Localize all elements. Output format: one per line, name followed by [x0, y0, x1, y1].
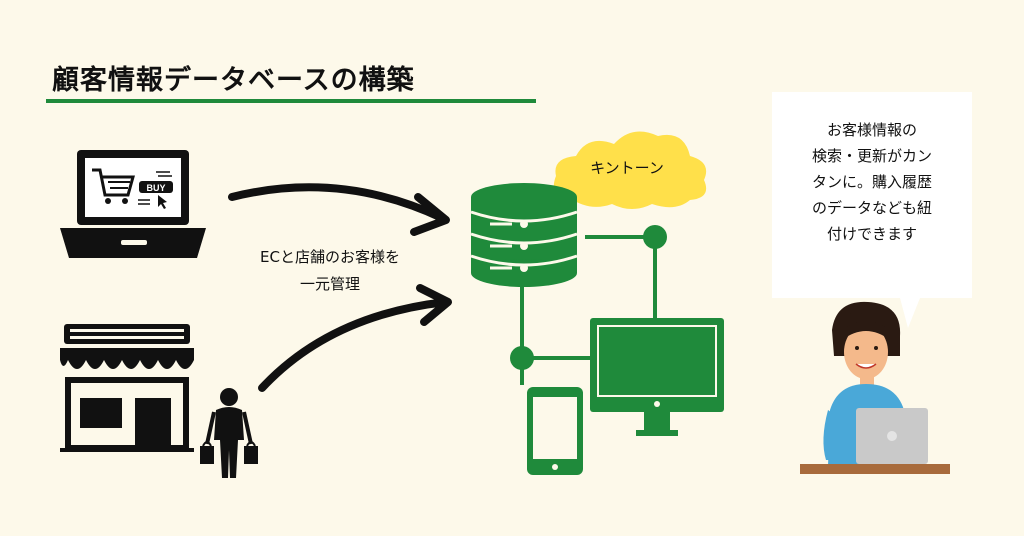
bubble-text: お客様情報の 検索・更新がカン タンに。購入履歴 のデータなども紐 付けできます [784, 117, 960, 247]
node-dot [510, 346, 534, 370]
store-icon [60, 324, 194, 452]
speech-bubble [772, 92, 972, 328]
page-title: 顧客情報データベースの構築 [52, 65, 415, 96]
smartphone-icon [527, 387, 583, 475]
monitor-icon [590, 318, 724, 436]
caption-text: ECと店舗のお客様を 一元管理 [230, 244, 430, 298]
cloud-label: キントーン [590, 159, 664, 177]
woman-laptop-illustration [800, 301, 950, 474]
database-icon [470, 183, 578, 287]
arrow-store-to-db [258, 284, 452, 392]
bubble-line: のデータなども紐 [811, 199, 932, 217]
node-dot [643, 225, 667, 249]
bubble-line: 付けできます [826, 225, 917, 243]
caption-line: 一元管理 [299, 275, 360, 293]
bubble-line: タンに。購入履歴 [811, 173, 932, 191]
bubble-line: お客様情報の [826, 121, 917, 139]
title-underline [46, 99, 536, 103]
bubble-line: 検索・更新がカン [811, 147, 932, 165]
buy-label: BUY [146, 183, 165, 193]
caption-line: ECと店舗のお客様を [260, 248, 400, 266]
laptop-cart-icon: BUY [60, 150, 206, 258]
arrow-ec-to-db [228, 183, 450, 236]
cloud-icon [553, 131, 707, 209]
shopper-icon [200, 388, 258, 478]
